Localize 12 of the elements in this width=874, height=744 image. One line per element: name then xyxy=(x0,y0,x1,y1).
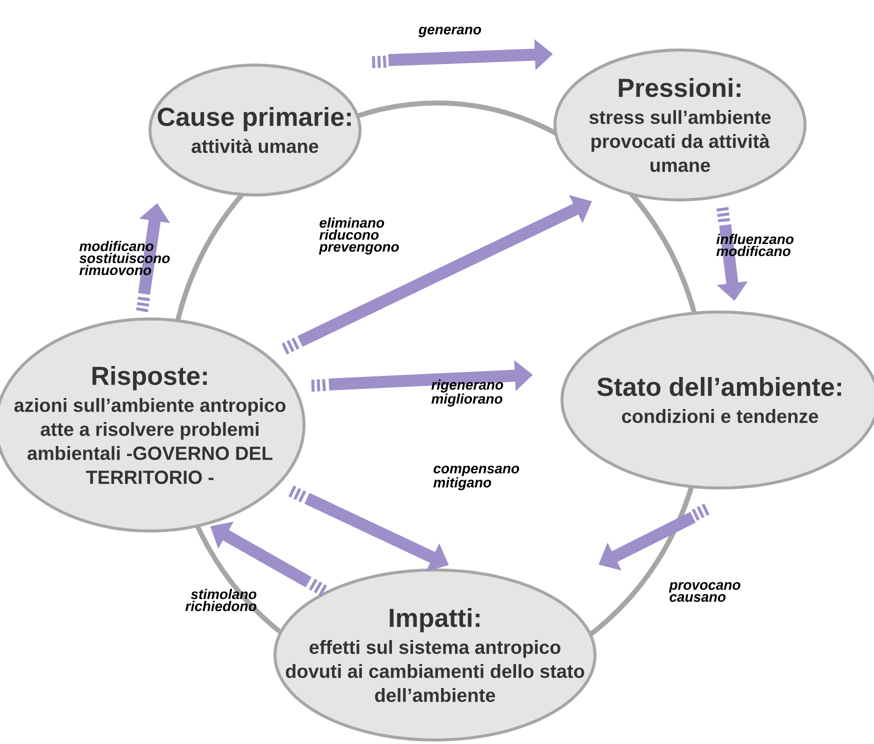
edge-label: generano xyxy=(418,26,482,38)
ellipse-node: Pressioni: stress sull’ambiente provocati da attività umane xyxy=(554,48,807,202)
ellipse-node: Cause primarie: attività umane xyxy=(148,63,362,196)
edge-label: eliminano riducono prevengono xyxy=(318,217,399,255)
edge-label: compensano mitigano xyxy=(433,466,520,490)
edge-label: rigenerano migliorano xyxy=(431,379,504,407)
ellipse-node: Stato dell’ambiente: condizioni e tendenze xyxy=(560,310,874,490)
edge-label: stimolano richiedono xyxy=(185,588,256,612)
edge-label: provocano causano xyxy=(668,582,740,602)
ellipse-node: Impatti: effetti sul sistema antropico dovuti ai cambiamenti dello stato dell’ambiente xyxy=(274,568,596,742)
edge-label: modificano sostituiscono rimuovono xyxy=(79,240,170,276)
edge-label: influenzano modificano xyxy=(716,234,794,256)
